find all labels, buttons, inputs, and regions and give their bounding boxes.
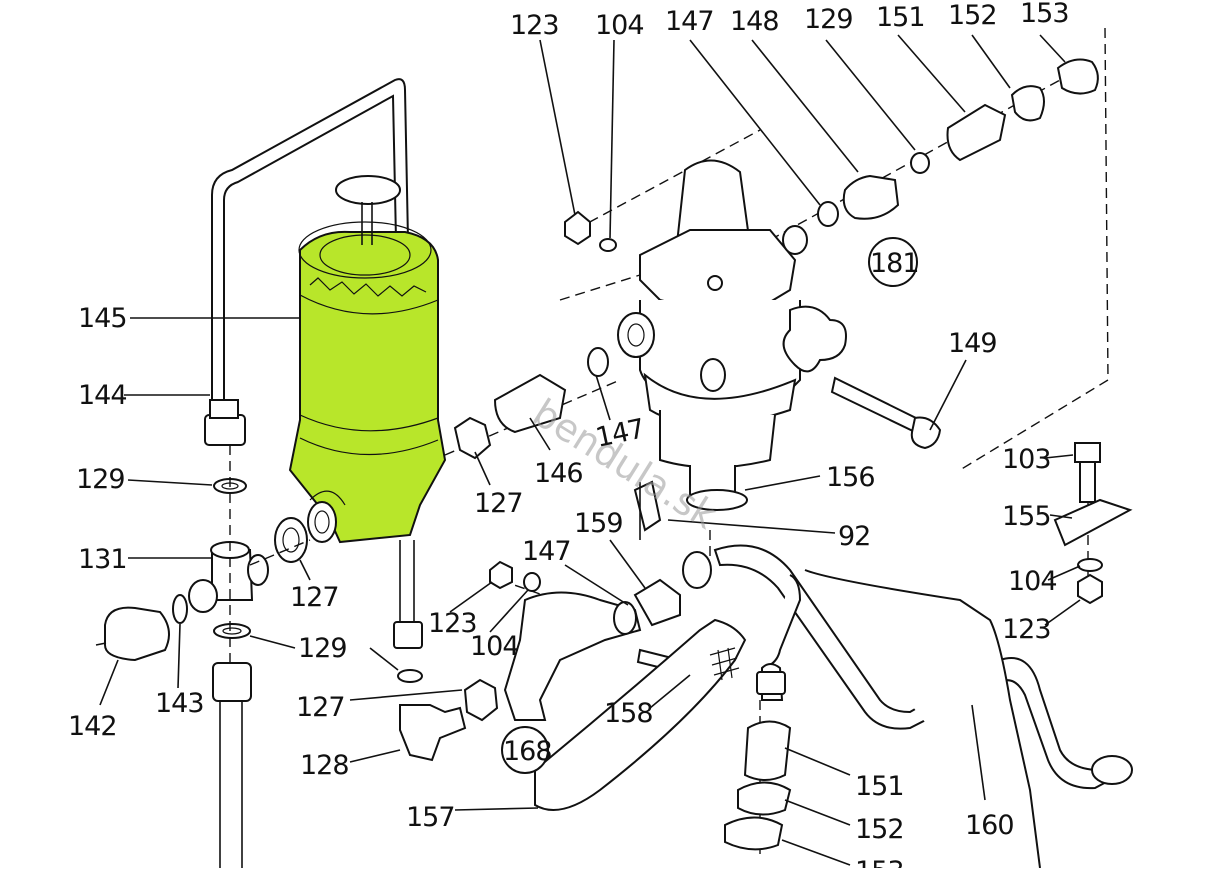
label-123-right[interactable]: 123 [1002, 614, 1052, 645]
part-labels: 123 104 147 148 129 151 152 153 181 145 … [68, 0, 1070, 873]
circle-168 [501, 726, 549, 774]
right-hardware [1053, 442, 1133, 605]
middle-fittings [453, 347, 712, 721]
bottom-stack [724, 663, 792, 851]
label-127-mid[interactable]: 127 [474, 488, 524, 519]
label-158[interactable]: 158 [604, 698, 654, 729]
label-129-left[interactable]: 129 [76, 464, 126, 495]
valve-assembly [617, 159, 942, 511]
label-181[interactable]: 181 [870, 248, 920, 279]
label-147-low[interactable]: 147 [522, 536, 572, 567]
label-142[interactable]: 142 [68, 711, 118, 742]
filter-housing-145[interactable] [288, 175, 447, 544]
label-152-low[interactable]: 152 [855, 814, 905, 845]
circle-181 [868, 237, 918, 287]
left-fittings [95, 478, 308, 868]
label-153[interactable]: 153 [1020, 0, 1070, 29]
label-104-right[interactable]: 104 [1008, 566, 1058, 597]
label-129-top[interactable]: 129 [804, 4, 854, 35]
filter-body-highlight [288, 230, 447, 544]
label-104-top[interactable]: 104 [595, 10, 645, 41]
label-128[interactable]: 128 [300, 750, 350, 781]
label-151-top[interactable]: 151 [876, 2, 926, 33]
leader-lines [99, 34, 1081, 866]
label-127-left[interactable]: 127 [290, 582, 340, 613]
label-123-low[interactable]: 123 [428, 608, 478, 639]
label-159[interactable]: 159 [574, 508, 624, 539]
label-148[interactable]: 148 [730, 6, 780, 37]
label-147-top[interactable]: 147 [665, 6, 715, 37]
label-168[interactable]: 168 [503, 736, 553, 767]
label-156[interactable]: 156 [826, 462, 876, 493]
label-129-low[interactable]: 129 [298, 633, 348, 664]
label-92[interactable]: 92 [838, 521, 871, 552]
label-155[interactable]: 155 [1002, 501, 1052, 532]
label-145[interactable]: 145 [78, 303, 128, 334]
pipe-160 [713, 544, 1133, 869]
label-144[interactable]: 144 [78, 380, 128, 411]
label-131[interactable]: 131 [78, 544, 128, 575]
label-152-top[interactable]: 152 [948, 0, 998, 31]
label-149[interactable]: 149 [948, 328, 998, 359]
top-right-parts [564, 58, 1099, 252]
hose-157 [534, 618, 747, 811]
label-127-low[interactable]: 127 [296, 692, 346, 723]
label-104-low[interactable]: 104 [470, 631, 520, 662]
label-153-low[interactable]: 153 [855, 856, 905, 873]
label-123-top[interactable]: 123 [510, 10, 560, 41]
pipe-lower [393, 540, 423, 683]
label-146[interactable]: 146 [534, 458, 584, 489]
label-157[interactable]: 157 [406, 802, 456, 833]
label-151-low[interactable]: 151 [855, 771, 905, 802]
label-103[interactable]: 103 [1002, 444, 1052, 475]
label-143[interactable]: 143 [155, 688, 205, 719]
label-160[interactable]: 160 [965, 810, 1015, 841]
